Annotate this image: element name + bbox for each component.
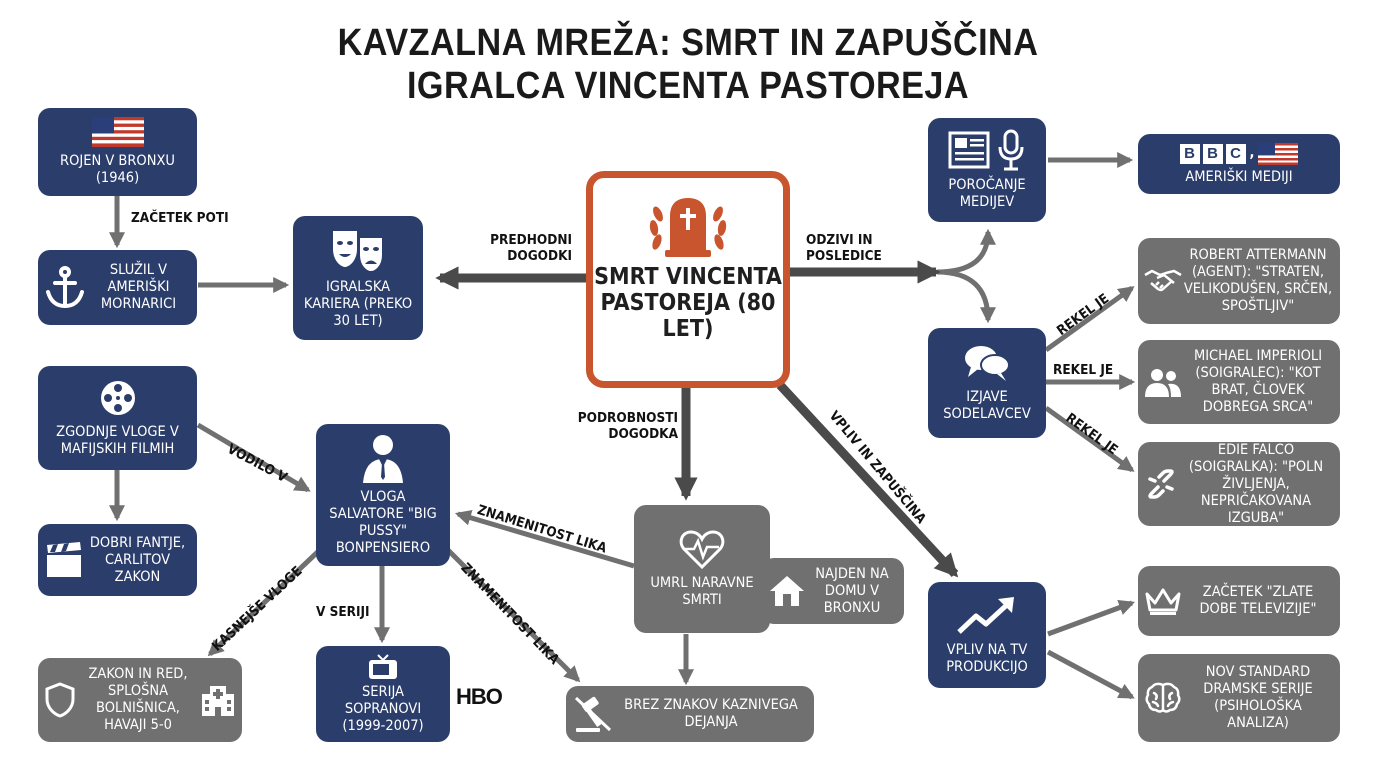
node-films[interactable]: DOBRI FANTJE, CARLITOV ZAKON bbox=[38, 524, 197, 596]
edge-salvatore-nocrime bbox=[444, 546, 581, 683]
edge-label-reactions: ODZIVI IN POSLEDICE bbox=[806, 232, 882, 264]
node-golden-age[interactable]: ZAČETEK "ZLATE DOBE TELEVIZIJE" bbox=[1138, 566, 1340, 636]
edge-center-tv bbox=[776, 381, 959, 578]
node-new-standard[interactable]: NOV STANDARD DRAMSKE SERIJE (PSIHOLOŠKA … bbox=[1138, 654, 1340, 742]
node-sopranos-label: SERIJA SOPRANOVI (1999-2007) bbox=[342, 683, 424, 734]
diagram-title: KAVZALNA MREŽA: SMRT IN ZAPUŠČINA IGRALC… bbox=[0, 22, 1376, 108]
rising-chart-icon bbox=[957, 597, 1014, 634]
node-career-label: IGRALSKA KARIERA (PREKO 30 LET) bbox=[303, 278, 413, 329]
node-born-label: ROJEN V BRONXU (1946) bbox=[60, 153, 175, 186]
edge-label-in-series: V SERIJI bbox=[316, 604, 370, 620]
node-media[interactable]: POROČANJE MEDIJEV bbox=[928, 118, 1046, 222]
node-tv-impact-label: VPLIV NA TV PRODUKCIJO bbox=[946, 642, 1028, 675]
edge-fork-media bbox=[936, 228, 996, 275]
node-falco-label: EDIE FALCO (SOIGRALKA): "POLN ŽIVLJENJA,… bbox=[1188, 441, 1324, 526]
house-icon bbox=[770, 576, 804, 606]
edge-label-start: ZAČETEK POTI bbox=[131, 210, 229, 226]
node-early-roles-label: ZGODNJE VLOGE V MAFIJSKIH FILMIH bbox=[56, 424, 179, 457]
edge-label-previous: PREDHODNI DOGODKI bbox=[490, 232, 572, 264]
node-statements[interactable]: IZJAVE SODELAVCEV bbox=[928, 328, 1046, 438]
node-found-home[interactable]: NAJDEN NA DOMU V BRONXU bbox=[762, 558, 904, 624]
edge-statements-attermann bbox=[1044, 285, 1135, 353]
title-line-1: KAVZALNA MREŽA: SMRT IN ZAPUŠČINA bbox=[337, 22, 1039, 64]
node-early-roles[interactable]: ZGODNJE VLOGE V MAFIJSKIH FILMIH bbox=[38, 366, 197, 470]
newspaper-microphone-icon bbox=[948, 129, 1024, 171]
node-statements-label: IZJAVE SODELAVCEV bbox=[943, 389, 1031, 422]
tombstone-laurel-icon bbox=[649, 198, 727, 257]
crown-icon bbox=[1145, 588, 1181, 615]
node-sopranos[interactable]: SERIJA SOPRANOVI (1999-2007) bbox=[316, 646, 450, 742]
tv-icon bbox=[369, 653, 397, 679]
node-attermann-label: ROBERT ATTERMANN (AGENT): "STRATEN, VELI… bbox=[1183, 247, 1333, 314]
no-gavel-icon bbox=[574, 696, 612, 732]
edge-label-details: PODROBNOSTI DOGODKA bbox=[577, 410, 678, 442]
edge-salvatore-later bbox=[207, 543, 327, 657]
node-natural-death[interactable]: UMRL NARAVNE SMRTI bbox=[634, 505, 770, 633]
edge-statements-falco bbox=[1044, 405, 1135, 473]
node-new-standard-label: NOV STANDARD DRAMSKE SERIJE (PSIHOLOŠKA … bbox=[1203, 664, 1313, 731]
node-golden-age-label: ZAČETEK "ZLATE DOBE TELEVIZIJE" bbox=[1199, 584, 1317, 617]
title-line-2: IGRALCA VINCENTA PASTOREJA bbox=[406, 65, 970, 107]
node-us-media-label: AMERIŠKI MEDIJI bbox=[1185, 168, 1293, 185]
edge-death-salvatore bbox=[454, 509, 635, 569]
edge-tv-golden bbox=[1047, 599, 1136, 637]
hbo-logo: HBO bbox=[456, 684, 503, 709]
broken-link-icon bbox=[1148, 469, 1174, 499]
man-in-suit-icon bbox=[363, 435, 403, 483]
center-label: SMRT VINCENTA PASTOREJA (80 LET) bbox=[594, 264, 782, 342]
clapperboard-icon bbox=[47, 542, 81, 577]
us-media-logos: B B C , bbox=[1179, 142, 1299, 165]
node-falco[interactable]: EDIE FALCO (SOIGRALKA): "POLN ŽIVLJENJA,… bbox=[1138, 442, 1340, 526]
edge-early-salvatore bbox=[196, 422, 311, 493]
bbc-logo: B B C bbox=[1179, 143, 1246, 164]
center-node[interactable]: SMRT VINCENTA PASTOREJA (80 LET) bbox=[586, 171, 790, 388]
shield-icon bbox=[45, 682, 75, 718]
heart-pulse-icon bbox=[679, 530, 725, 569]
handshake-icon bbox=[1144, 269, 1182, 292]
node-navy-service-label: SLUŽIL V AMERIŠKI MORNARICI bbox=[100, 262, 177, 312]
node-no-crime[interactable]: BREZ ZNAKOV KAZNIVEGA DEJANJA bbox=[566, 686, 814, 742]
edge-fork-statements bbox=[936, 269, 996, 324]
node-no-crime-label: BREZ ZNAKOV KAZNIVEGA DEJANJA bbox=[624, 697, 798, 730]
node-imperioli-label: MICHAEL IMPERIOLI (SOIGRALEC): "KOT BRAT… bbox=[1193, 348, 1323, 415]
theater-masks-icon bbox=[333, 230, 384, 273]
us-flag-icon bbox=[91, 117, 144, 147]
node-imperioli[interactable]: MICHAEL IMPERIOLI (SOIGRALEC): "KOT BRAT… bbox=[1138, 340, 1340, 424]
brain-icon bbox=[1145, 682, 1181, 713]
node-attermann[interactable]: ROBERT ATTERMANN (AGENT): "STRATEN, VELI… bbox=[1138, 238, 1340, 324]
edge-tv-standard bbox=[1046, 649, 1135, 700]
anchor-icon bbox=[46, 265, 84, 308]
node-salvatore[interactable]: VLOGA SALVATORE "BIG PUSSY" BONPENSIERO bbox=[316, 424, 450, 566]
us-flag-icon bbox=[1258, 142, 1299, 165]
node-career[interactable]: IGRALSKA KARIERA (PREKO 30 LET) bbox=[293, 216, 423, 340]
node-navy-service[interactable]: SLUŽIL V AMERIŠKI MORNARICI bbox=[38, 250, 197, 325]
speech-bubbles-icon bbox=[965, 346, 1010, 381]
node-us-media[interactable]: B B C , AMERIŠKI MEDIJI bbox=[1138, 134, 1340, 194]
node-natural-death-label: UMRL NARAVNE SMRTI bbox=[650, 575, 754, 608]
node-born[interactable]: ROJEN V BRONXU (1946) bbox=[38, 108, 197, 196]
people-icon bbox=[1145, 369, 1181, 397]
node-later-roles-list[interactable]: ZAKON IN RED, SPLOŠNA BOLNIŠNICA, HAVAJI… bbox=[38, 658, 242, 742]
node-found-home-label: NAJDEN NA DOMU V BRONXU bbox=[815, 565, 889, 616]
node-salvatore-label: VLOGA SALVATORE "BIG PUSSY" BONPENSIERO bbox=[329, 489, 437, 556]
film-reel-icon bbox=[100, 381, 135, 415]
node-media-label: POROČANJE MEDIJEV bbox=[948, 177, 1026, 210]
node-later-roles-list-label: ZAKON IN RED, SPLOŠNA BOLNIŠNICA, HAVAJI… bbox=[88, 666, 188, 733]
node-films-label: DOBRI FANTJE, CARLITOV ZAKON bbox=[89, 534, 186, 585]
edge-label-said-2: REKEL JE bbox=[1053, 362, 1114, 378]
node-tv-impact[interactable]: VPLIV NA TV PRODUKCIJO bbox=[928, 582, 1046, 688]
hospital-icon bbox=[202, 686, 234, 716]
